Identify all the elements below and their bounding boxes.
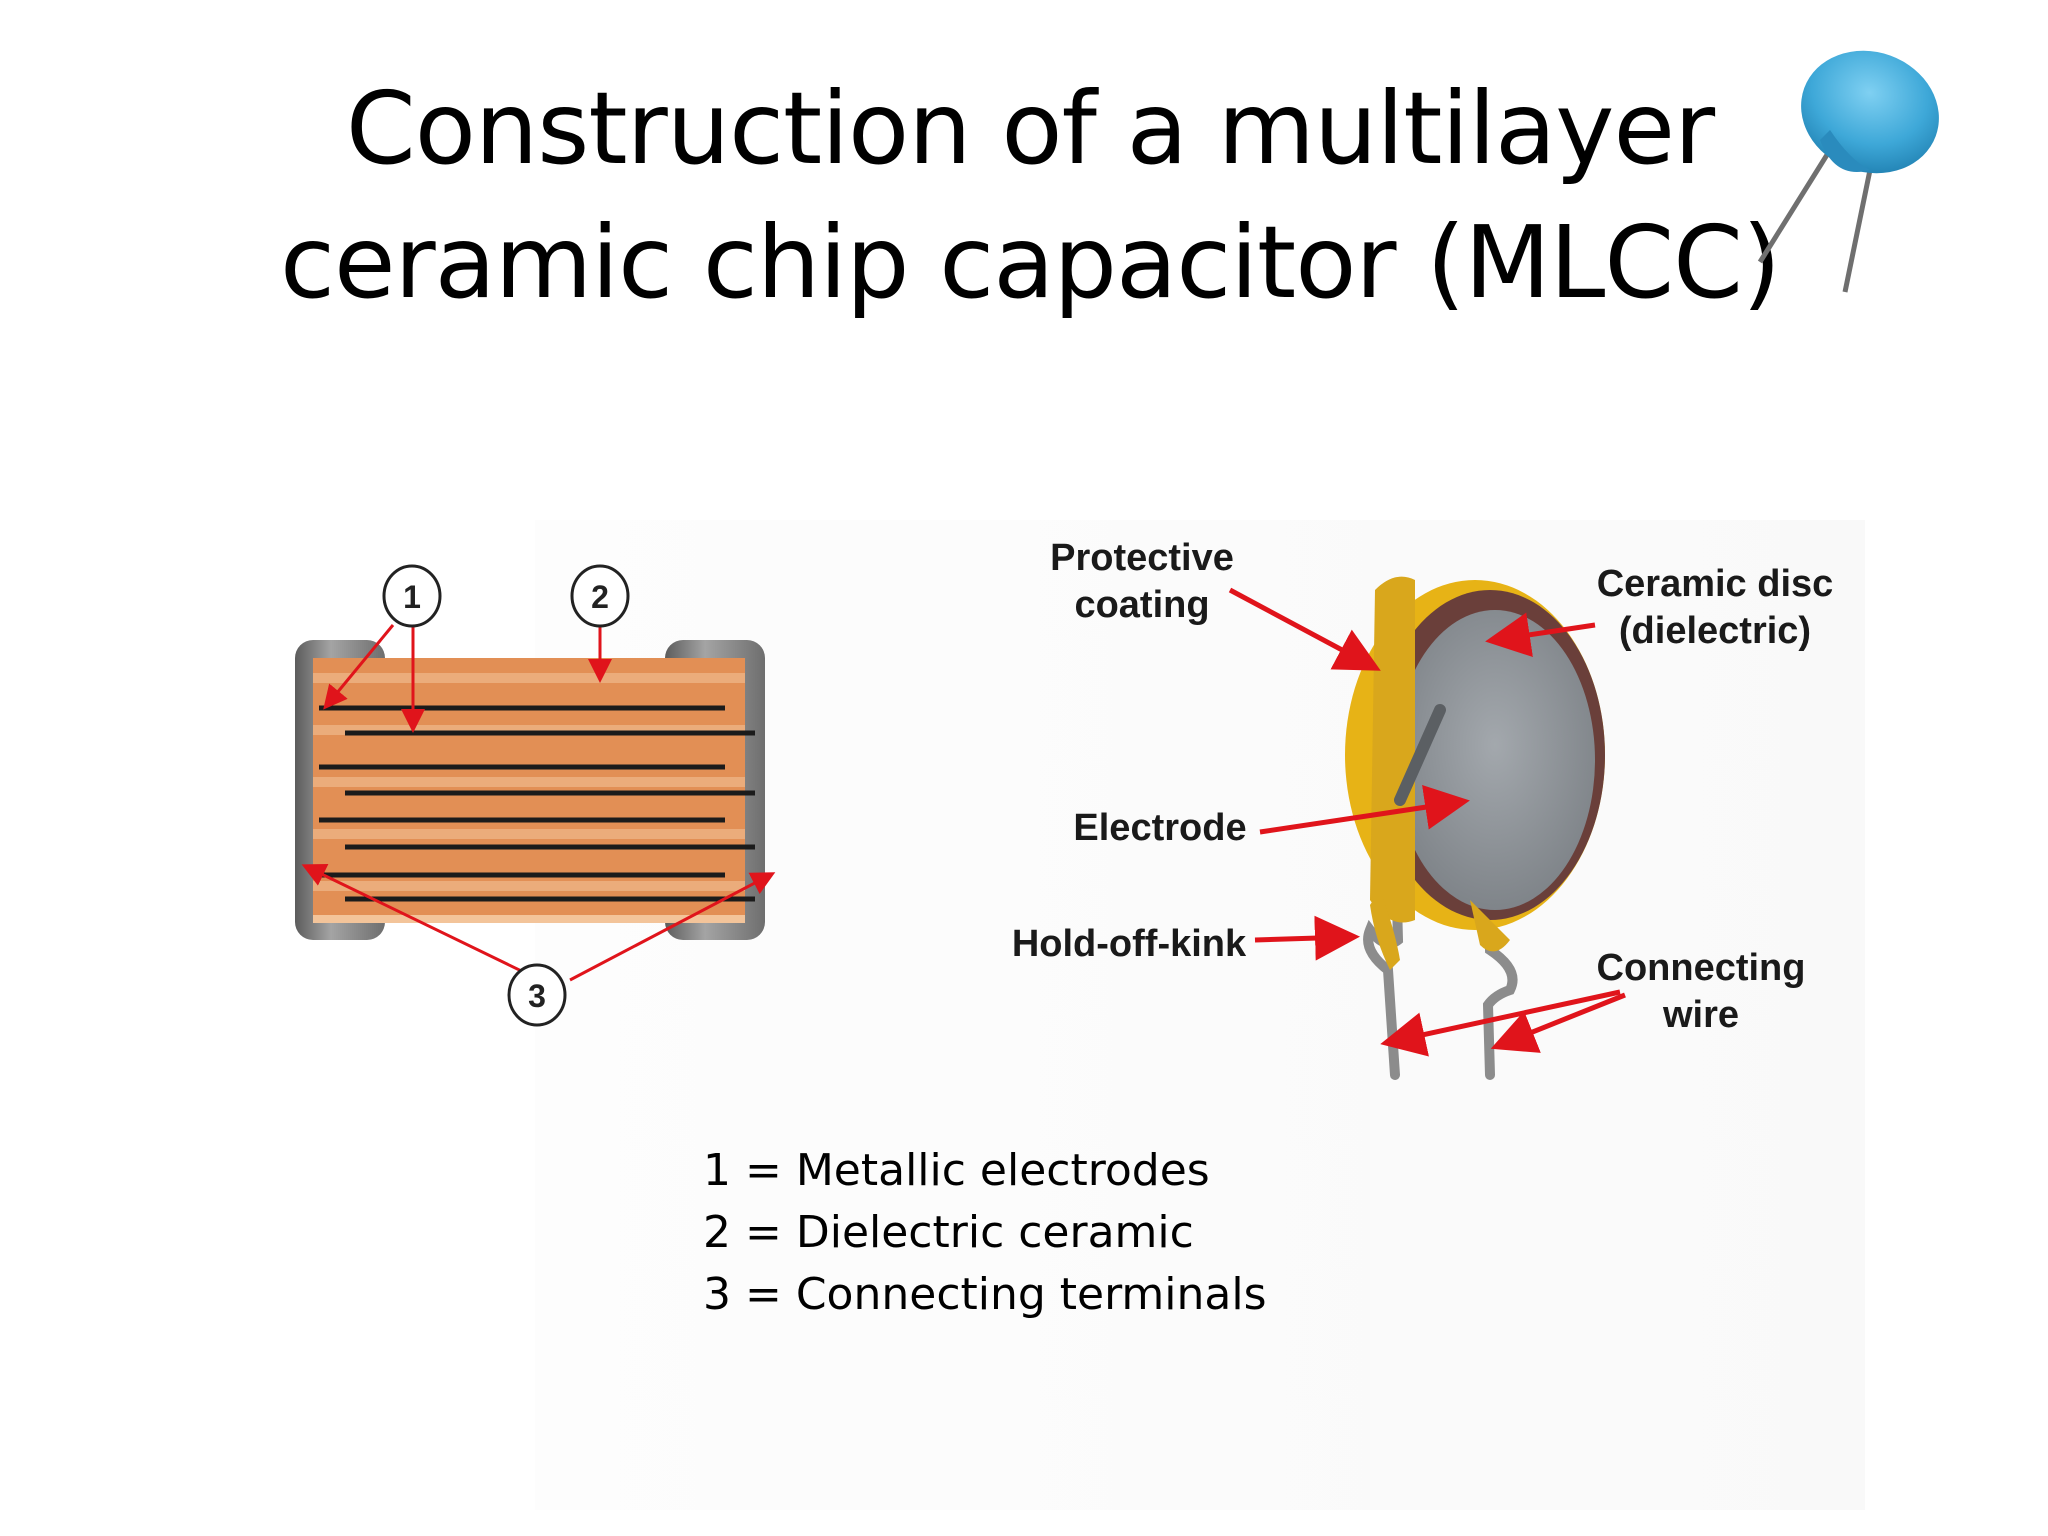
svg-text:Protective: Protective — [1050, 537, 1234, 579]
svg-text:(dielectric): (dielectric) — [1619, 610, 1811, 652]
callout-2: 2 — [570, 564, 630, 628]
dielectric-layers — [313, 673, 745, 891]
callout-arrows-disc — [1228, 587, 1626, 1057]
svg-text:Hold-off-kink: Hold-off-kink — [1012, 923, 1247, 965]
ceramic-disc — [1345, 576, 1605, 970]
slide-title: Construction of a multilayer ceramic chi… — [210, 62, 1850, 330]
mlcc-chip-diagram: 1 2 3 — [295, 564, 776, 1027]
svg-text:Ceramic disc: Ceramic disc — [1597, 563, 1834, 605]
legend-item-2: 2 = Dielectric ceramic — [703, 1207, 1194, 1258]
title-line-1: Construction of a multilayer — [345, 70, 1715, 187]
metallic-electrodes — [319, 705, 755, 902]
blue-ceramic-capacitor-icon — [1757, 50, 1939, 293]
svg-text:3: 3 — [528, 978, 546, 1014]
callout-1: 1 — [382, 564, 442, 628]
svg-text:Connecting: Connecting — [1597, 947, 1806, 989]
label-ceramic-disc: Ceramic disc (dielectric) — [1597, 563, 1834, 652]
svg-text:wire: wire — [1662, 994, 1739, 1036]
inner-electrode-lead — [1394, 704, 1446, 806]
legend: 1 = Metallic electrodes 2 = Dielectric c… — [703, 1140, 1267, 1326]
svg-text:2: 2 — [591, 579, 609, 615]
label-protective-coating: Protective coating — [1050, 537, 1234, 626]
callout-arrows-chip — [301, 624, 776, 982]
title-line-2: ceramic chip capacitor (MLCC) — [279, 204, 1781, 321]
ceramic-body — [313, 658, 745, 920]
chip-body — [295, 640, 765, 940]
svg-text:coating: coating — [1074, 584, 1209, 626]
disc-capacitor-diagram: Protective coating Ceramic disc (dielect… — [1012, 537, 1834, 1080]
svg-text:Electrode: Electrode — [1073, 807, 1246, 849]
legend-item-3: 3 = Connecting terminals — [703, 1269, 1267, 1320]
label-electrode: Electrode — [1073, 807, 1246, 849]
label-connecting-wire: Connecting wire — [1597, 947, 1806, 1036]
label-hold-off-kink: Hold-off-kink — [1012, 923, 1247, 965]
callout-3: 3 — [507, 963, 567, 1027]
legend-item-1: 1 = Metallic electrodes — [703, 1145, 1210, 1196]
svg-text:1: 1 — [403, 579, 421, 615]
